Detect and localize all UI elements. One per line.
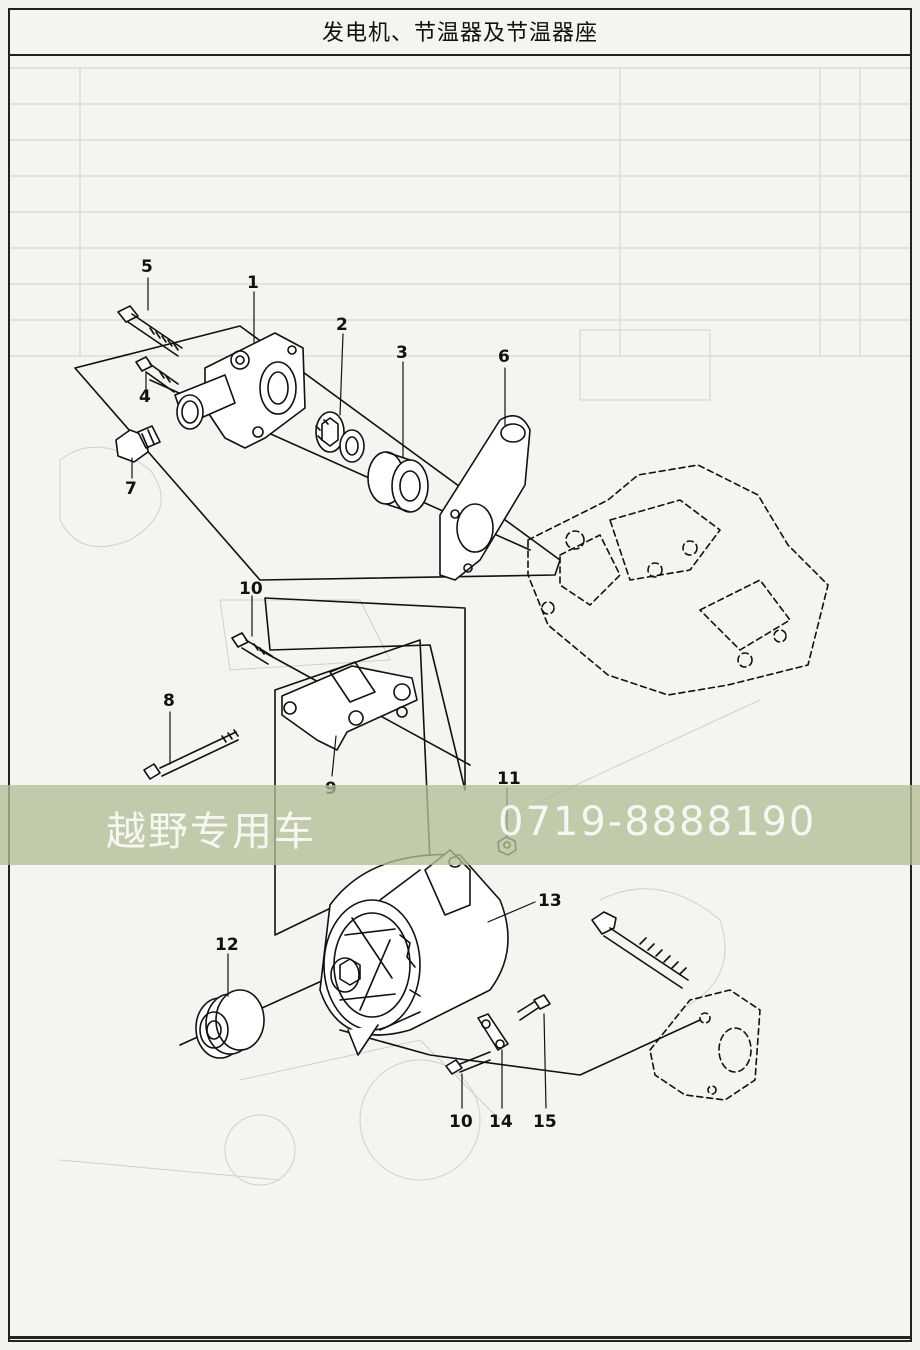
- callout-10-upper: 10: [239, 579, 263, 599]
- callout-leaders: [131, 277, 547, 1109]
- bolt-part-4: [135, 356, 179, 393]
- alternator-part-13: [319, 849, 509, 1056]
- watermark-banner: 越野专用车 0719-8888190: [0, 785, 920, 865]
- callout-8: 8: [163, 691, 175, 711]
- callout-13: 13: [538, 891, 562, 911]
- watermark-phone: 0719-8888190: [498, 799, 817, 845]
- watermark-brand: 越野专用车: [106, 809, 316, 855]
- callout-5: 5: [141, 257, 153, 277]
- guide-frame-upper: [74, 325, 561, 581]
- bottom-rule: [8, 1336, 912, 1339]
- callout-6: 6: [498, 347, 510, 367]
- thermostat-part-2: [315, 411, 365, 463]
- callout-11: 11: [497, 769, 521, 789]
- callout-7: 7: [125, 479, 137, 499]
- callout-14: 14: [489, 1112, 513, 1132]
- callout-15: 15: [533, 1112, 557, 1132]
- bolt-part-10-upper: [231, 632, 273, 665]
- callout-10-lower: 10: [449, 1112, 473, 1132]
- title-band: 发电机、节温器及节温器座: [8, 8, 912, 56]
- bolt-part-8: [143, 729, 239, 780]
- mount-bolt-upper-right: [591, 911, 689, 989]
- bolt-part-10-lower: [445, 1051, 491, 1075]
- engine-mount-bracket-outline: [649, 989, 761, 1101]
- page-title: 发电机、节温器及节温器座: [321, 21, 598, 46]
- thermostat-housing-part-1: [174, 332, 306, 449]
- bracket-part-9: [281, 661, 418, 751]
- callout-12: 12: [215, 935, 239, 955]
- engine-block-outline: [527, 464, 829, 696]
- bolt-part-15: [517, 994, 551, 1021]
- callout-3: 3: [396, 343, 408, 363]
- callout-2: 2: [336, 315, 348, 335]
- gasket-part-6: [439, 414, 531, 581]
- drain-plug-part-7: [115, 425, 161, 463]
- pulley-part-12: [195, 989, 265, 1059]
- bolt-part-5: [117, 305, 183, 357]
- callout-1: 1: [247, 273, 259, 293]
- mount-guide-line: [339, 1019, 701, 1076]
- callout-4: 4: [139, 387, 151, 407]
- sleeve-part-3: [367, 451, 429, 513]
- guide-frame-mid: [264, 597, 466, 791]
- washer-plate-part-14: [477, 1013, 509, 1051]
